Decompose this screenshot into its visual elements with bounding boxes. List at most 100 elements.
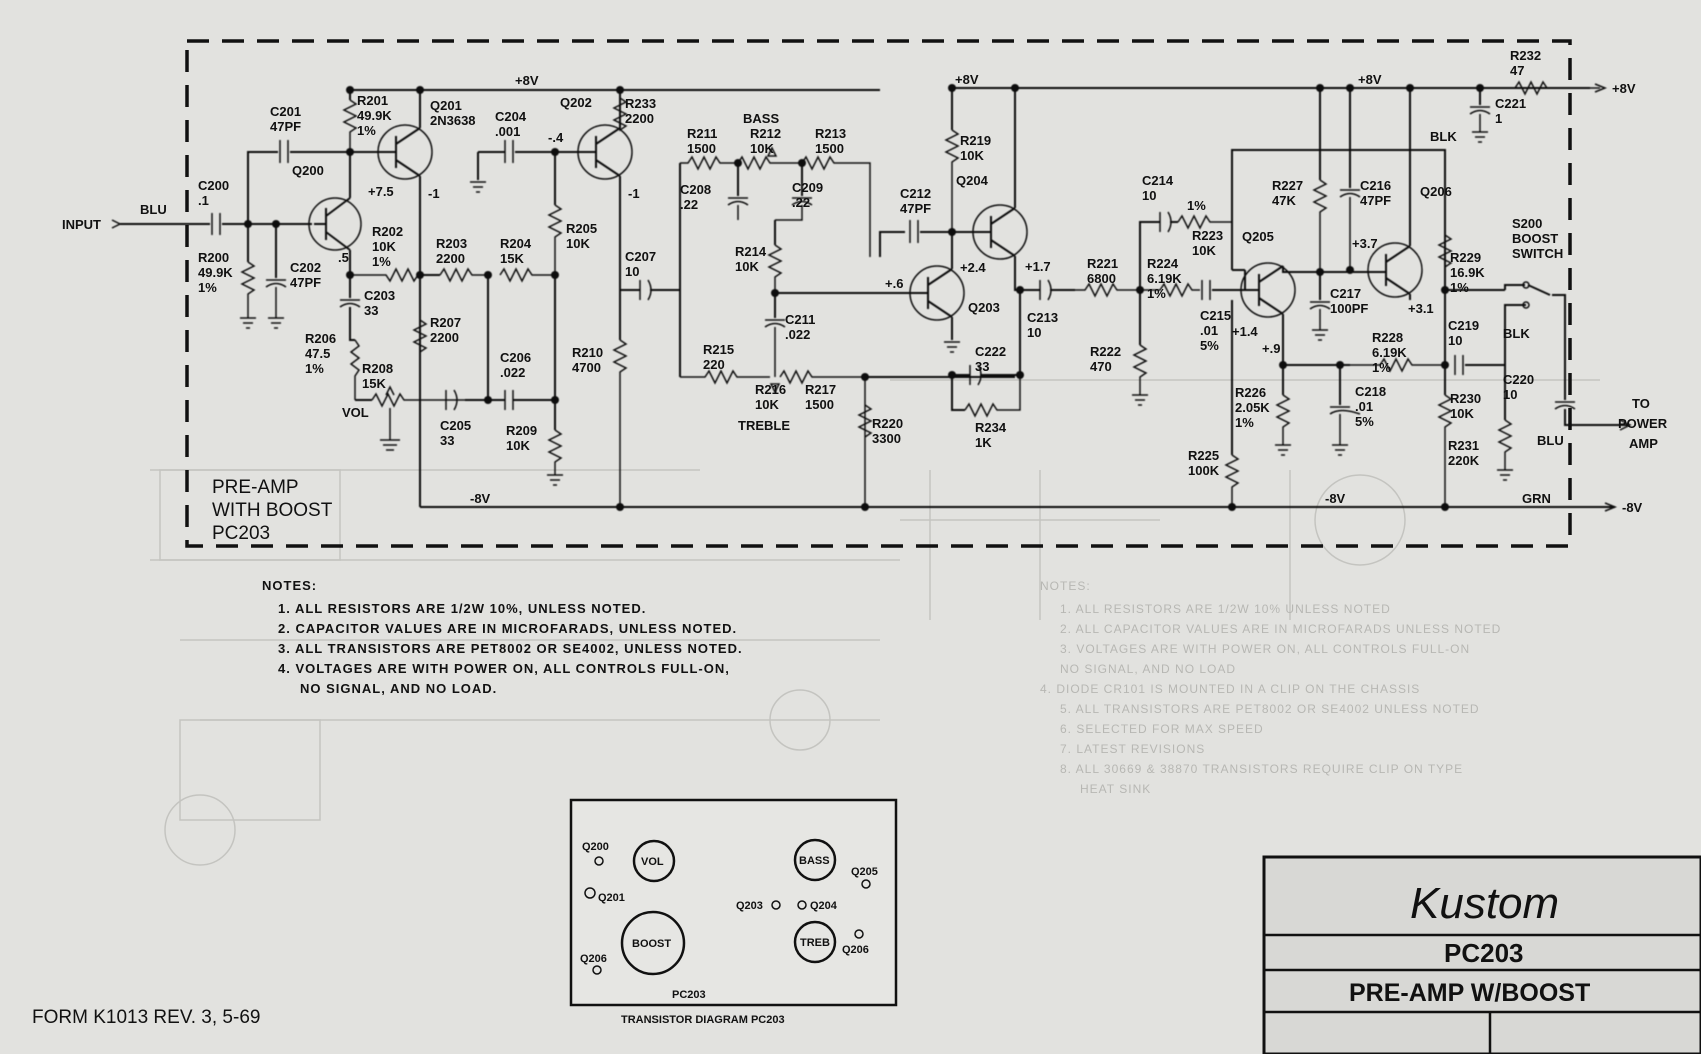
note-1: 1. ALL RESISTORS ARE 1/2W 10%, UNLESS NO… <box>278 601 646 616</box>
svg-text:1. ALL RESISTORS ARE 1/2W 10%: 1. ALL RESISTORS ARE 1/2W 10% UNLESS NOT… <box>1060 602 1391 616</box>
component-labels: C20147PFQ200C200.1R20049.9K1%C20247PFR20… <box>198 48 1563 478</box>
plus-rail-label-mid: +8V <box>955 72 979 87</box>
svg-text:8. ALL 30669 & 38870 TRANSISTO: 8. ALL 30669 & 38870 TRANSISTORS REQUIRE… <box>1060 762 1463 776</box>
component-label-r219: R219 <box>960 133 991 148</box>
component-label-r225-line2: 100K <box>1188 463 1220 478</box>
component-label-r223: R223 <box>1192 228 1223 243</box>
svg-text:NO SIGNAL, AND NO LOAD: NO SIGNAL, AND NO LOAD <box>1060 662 1236 676</box>
component-label-c215-line2: .01 <box>1200 323 1218 338</box>
model-number: PC203 <box>1444 938 1524 968</box>
transistor-diagram-caption: TRANSISTOR DIAGRAM PC203 <box>621 1014 785 1026</box>
svg-text:BOOST: BOOST <box>632 938 671 950</box>
component-label-c214: C214 <box>1142 173 1174 188</box>
component-label-c214-line2: 10 <box>1142 188 1156 203</box>
component-label-r213: R213 <box>815 126 846 141</box>
component-label-r202-line2: 10K <box>372 239 396 254</box>
note-5: NO SIGNAL, AND NO LOAD. <box>300 681 497 696</box>
component-label-c205: C205 <box>440 418 471 433</box>
component-label-s200: S200 <box>1512 216 1542 231</box>
svg-text:NOTES:: NOTES: <box>1040 579 1091 593</box>
minus-rail-label-right: -8V <box>1325 491 1346 506</box>
svg-text:TREB: TREB <box>800 937 830 949</box>
component-label-c204: C204 <box>495 109 527 124</box>
component-label-r224-line2: 6.19K <box>1147 271 1182 286</box>
component-label-r224-line3: 1% <box>1147 286 1166 301</box>
component-label-r230: R230 <box>1450 391 1481 406</box>
brand-logo: Kustom <box>1410 879 1559 928</box>
component-label-r225: R225 <box>1188 448 1219 463</box>
component-label-r200-line3: 1% <box>198 280 217 295</box>
component-label-r210: R210 <box>572 345 603 360</box>
component-label-q200: Q200 <box>292 163 324 178</box>
component-label-pct: 1% <box>1187 198 1206 213</box>
component-label-c208: C208 <box>680 182 711 197</box>
knob-vol <box>632 839 676 883</box>
svg-text:Q205: Q205 <box>851 866 878 878</box>
component-label-r209: R209 <box>506 423 537 438</box>
component-label-r206-line2: 47.5 <box>305 346 330 361</box>
component-label-r219-line2: 10K <box>960 148 984 163</box>
component-label-r233: R233 <box>625 96 656 111</box>
input-label: INPUT <box>62 217 101 232</box>
board-label-line2: WITH BOOST <box>212 500 333 521</box>
svg-text:4. DIODE CR101 IS MOUNTED IN A: 4. DIODE CR101 IS MOUNTED IN A CLIP ON T… <box>1040 682 1420 696</box>
component-label-r210-line2: 4700 <box>572 360 601 375</box>
wire-color-grn: GRN <box>1522 491 1551 506</box>
wire-color-blk-top: BLK <box>1430 129 1457 144</box>
component-label-v37: +3.7 <box>1352 236 1378 251</box>
component-label-c217: C217 <box>1330 286 1361 301</box>
component-label-r208-line2: 15K <box>362 376 386 391</box>
component-label-r226: R226 <box>1235 385 1266 400</box>
component-label-c221: C221 <box>1495 96 1526 111</box>
component-label-r234: R234 <box>975 420 1007 435</box>
component-label-q201: Q201 <box>430 98 462 113</box>
component-label-q206: Q206 <box>1420 184 1452 199</box>
board-label-line1: PRE-AMP <box>212 477 299 498</box>
svg-text:PC203: PC203 <box>672 989 706 1001</box>
component-label-r221: R221 <box>1087 256 1118 271</box>
component-label-c215: C215 <box>1200 308 1231 323</box>
component-label-vm1a: -1 <box>428 186 440 201</box>
title-block: Kustom PC203 PRE-AMP W/BOOST <box>1262 855 1701 1054</box>
component-label-r214-line2: 10K <box>735 259 759 274</box>
component-label-r217: R217 <box>805 382 836 397</box>
component-label-c207: C207 <box>625 249 656 264</box>
component-label-r222-line2: 470 <box>1090 359 1112 374</box>
svg-text:Q204: Q204 <box>810 900 838 912</box>
to-power-amp-1: TO <box>1632 396 1650 411</box>
component-label-r231-line2: 220K <box>1448 453 1480 468</box>
component-label-q203: Q203 <box>968 300 1000 315</box>
component-label-v6: +.6 <box>885 276 903 291</box>
component-label-c216-line2: 47PF <box>1360 193 1391 208</box>
component-label-treble: TREBLE <box>738 418 790 433</box>
component-label-r205: R205 <box>566 221 597 236</box>
component-label-r201: R201 <box>357 93 388 108</box>
component-label-r231: R231 <box>1448 438 1479 453</box>
component-label-c207-line2: 10 <box>625 264 639 279</box>
component-label-r232: R232 <box>1510 48 1541 63</box>
svg-text:VOL: VOL <box>641 856 664 868</box>
component-label-c204-line2: .001 <box>495 124 520 139</box>
component-label-c206: C206 <box>500 350 531 365</box>
component-label-r212: R212 <box>750 126 781 141</box>
svg-text:HEAT SINK: HEAT SINK <box>1080 782 1151 796</box>
svg-text:3. VOLTAGES ARE WITH POWER ON,: 3. VOLTAGES ARE WITH POWER ON, ALL CONTR… <box>1060 642 1470 656</box>
component-label-c206-line2: .022 <box>500 365 525 380</box>
component-label-q205: Q205 <box>1242 229 1274 244</box>
component-label-r226-line3: 1% <box>1235 415 1254 430</box>
wire-color-blu-input: BLU <box>140 202 167 217</box>
component-label-v24: +2.4 <box>960 260 986 275</box>
component-label-vm1b: -1 <box>628 186 640 201</box>
svg-text:Q203: Q203 <box>736 900 763 912</box>
notes-block: NOTES: 1. ALL RESISTORS ARE 1/2W 10%, UN… <box>262 578 742 696</box>
to-power-amp-3: AMP <box>1629 436 1658 451</box>
component-label-c221-line2: 1 <box>1495 111 1502 126</box>
component-label-c211: C211 <box>785 312 815 327</box>
component-label-r228-line3: 1% <box>1372 360 1391 375</box>
component-label-v75: +7.5 <box>368 184 394 199</box>
component-label-r229: R229 <box>1450 250 1481 265</box>
component-label-q202: Q202 <box>560 95 592 110</box>
component-label-r216-line2: 10K <box>755 397 779 412</box>
note-4: 4. VOLTAGES ARE WITH POWER ON, ALL CONTR… <box>278 661 730 676</box>
